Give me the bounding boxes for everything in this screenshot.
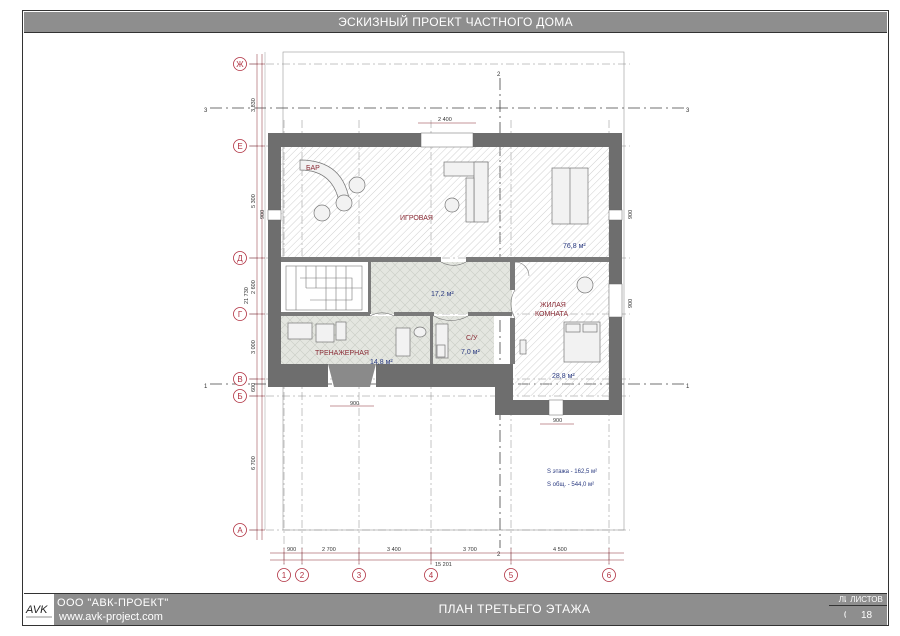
room-area: 17,2 м² [431, 291, 454, 298]
sofa [473, 161, 489, 223]
axis-col-label: 6 [607, 571, 612, 580]
bar-stool [348, 176, 366, 194]
axis-row-label: Е [237, 142, 242, 151]
room-area: 28,8 м² [552, 373, 575, 380]
dim-label: 2 600 [251, 280, 257, 294]
sink [413, 326, 427, 338]
sheet-header: ЭСКИЗНЫЙ ПРОЕКТ ЧАСТНОГО ДОМА [24, 12, 887, 33]
dim-lines-bottom [270, 548, 624, 564]
room-floor-hall [370, 262, 512, 314]
axis-row-label: Г [238, 310, 243, 319]
toilet [436, 344, 446, 358]
section-mark: 3 [686, 108, 690, 114]
sheets-count-cell: ЛИСТОВ 18 [846, 593, 887, 625]
axis-bubbles-cols [277, 568, 616, 582]
axis-row-label: Ж [236, 60, 244, 69]
sheet-frame [22, 10, 889, 626]
dim-label: 6 700 [251, 456, 257, 470]
windows [267, 132, 623, 416]
dim-label: 3 830 [251, 98, 257, 112]
dim-total: 21 730 [244, 287, 250, 304]
axis-row-label: В [237, 375, 242, 384]
bench [395, 327, 411, 357]
bar-stool [313, 204, 331, 222]
room-area: 14,8 м² [370, 359, 393, 366]
room-area: 7,0 м² [461, 349, 480, 356]
bar-stool [335, 194, 353, 212]
dim-label: 900 [350, 401, 359, 407]
company-block: ООО "АВК-ПРОЕКТ" www.avk-project.com [54, 594, 201, 625]
dim-label: 600 [251, 383, 257, 392]
section-mark: 1 [204, 384, 208, 390]
company-name: ООО "АВК-ПРОЕКТ" [57, 597, 169, 609]
title-block: AVK ООО "АВК-ПРОЕКТ" www.avk-project.com… [24, 593, 887, 625]
stairs [285, 265, 363, 311]
axis-row-label: Д [237, 254, 243, 263]
section-mark: 2 [497, 552, 501, 558]
dim-lines-left [249, 54, 265, 540]
area-floor: S этажа - 162,5 м² [547, 469, 597, 475]
sheets-value: 18 [860, 610, 873, 621]
dim-label: 2 400 [438, 117, 452, 123]
armchair [576, 276, 594, 294]
dim-label: 5 300 [251, 194, 257, 208]
axis-col-label: 5 [509, 571, 514, 580]
pouf [444, 197, 460, 213]
room-name: КОМНАТА [535, 311, 568, 318]
dim-label: 900 [628, 210, 634, 219]
area-total: S общ. - 544,0 м² [547, 482, 594, 488]
dim-label: 3 400 [387, 547, 401, 553]
axis-row-label: Б [237, 392, 242, 401]
section-mark: 3 [204, 108, 208, 114]
furniture [287, 159, 601, 363]
company-website: www.avk-project.com [59, 611, 163, 623]
room-area: 76,8 м² [563, 243, 586, 250]
logo-text: AVK [25, 604, 48, 616]
dim-label: 4 500 [553, 547, 567, 553]
room-name: БАР [306, 165, 320, 172]
room-name: ИГРОВАЯ [400, 215, 433, 222]
axis-row-label: А [237, 526, 243, 535]
dim-label: 3 700 [463, 547, 477, 553]
axis-col-label: 2 [300, 571, 305, 580]
dim-label: 900 [628, 299, 634, 308]
dim-label: 3 000 [251, 340, 257, 354]
walls [268, 133, 622, 415]
dim-label: 2 700 [322, 547, 336, 553]
interior-walls [281, 257, 609, 364]
sheets-label: ЛИСТОВ [846, 594, 887, 606]
room-name: ТРЕНАЖЕРНАЯ [315, 350, 369, 357]
axis-col-label: 1 [282, 571, 287, 580]
section-mark: 1 [686, 384, 690, 390]
dim-total: 15 201 [435, 562, 452, 568]
company-logo: AVK [24, 594, 55, 625]
room-name: С/У [466, 335, 478, 342]
sheet-title: ПЛАН ТРЕТЬЕГО ЭТАЖА [200, 594, 830, 625]
axis-bubbles-rows [233, 57, 247, 537]
dim-label: 900 [287, 547, 296, 553]
treadmill [287, 322, 313, 340]
axis-col-label: 4 [429, 571, 434, 580]
dim-label: 900 [553, 418, 562, 424]
section-mark: 2 [497, 72, 501, 78]
room-name: ЖИЛАЯ [540, 302, 566, 309]
axis-col-label: 3 [357, 571, 362, 580]
dim-label: 900 [260, 210, 266, 219]
